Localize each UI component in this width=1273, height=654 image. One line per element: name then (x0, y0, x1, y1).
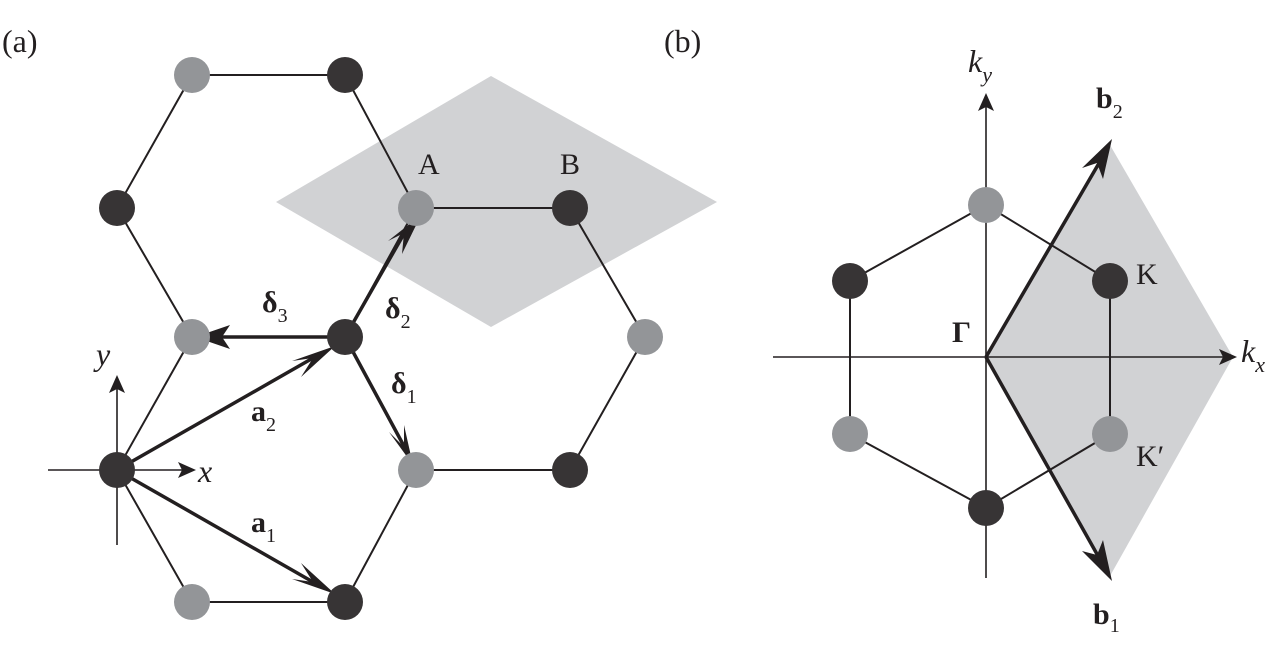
vector-b1-label: b1 (1093, 598, 1120, 637)
atom-dark-B (552, 190, 588, 226)
atom-light (627, 319, 663, 355)
atom-light (174, 584, 210, 620)
atom-light (174, 57, 210, 93)
vector-arrowheads-b (1082, 139, 1112, 581)
atom-dark (327, 57, 363, 93)
atom-dark-origin (99, 452, 135, 488)
kx-axis-label: kx (1241, 333, 1265, 377)
point-dark (832, 263, 868, 299)
vector-delta2-label: δ2 (385, 292, 411, 333)
kx-axis-arrowhead (1219, 349, 1237, 365)
atom-B-label: B (560, 148, 580, 181)
vectors-b (984, 157, 1104, 564)
vector-delta1-label: δ1 (391, 367, 417, 408)
vector-b2 (984, 157, 1104, 358)
point-light (968, 187, 1004, 223)
atom-light-A (398, 190, 434, 226)
vector-delta1 (343, 336, 407, 449)
point-dark (968, 490, 1004, 526)
atom-light (174, 319, 210, 355)
panel-b-label: (b) (664, 23, 701, 59)
x-axis-label: x (197, 453, 212, 489)
atom-dark (327, 584, 363, 620)
vector-delta3-label: δ3 (262, 286, 288, 327)
atom-A-label: A (418, 148, 440, 181)
vector-a2-label: a2 (251, 395, 276, 436)
y-axis-arrowhead (109, 375, 125, 393)
vector-a2 (116, 352, 321, 472)
panel-b: (b) ky kx Γ K K′ b2 b1 (664, 23, 1265, 637)
ky-axis-arrowhead (978, 93, 994, 111)
atom-dark (552, 452, 588, 488)
vector-b2-label: b2 (1096, 82, 1123, 123)
vector-b1 (984, 356, 1104, 564)
ky-axis-label: ky (968, 43, 992, 87)
vector-a1 (116, 468, 321, 588)
atom-light (398, 452, 434, 488)
vector-delta2 (343, 231, 407, 338)
x-axis-arrowhead (178, 462, 196, 478)
Kprime-label: K′ (1136, 440, 1164, 473)
point-light (832, 416, 868, 452)
atom-dark (99, 190, 135, 226)
atoms-b (832, 187, 1128, 526)
K-label: K (1136, 258, 1158, 291)
gamma-label: Γ (952, 316, 971, 349)
unit-cell-shade (276, 76, 717, 327)
panel-a: (a) A B x y a1 a2 δ1 δ2 δ3 (2, 23, 717, 620)
vectors-a (116, 231, 407, 588)
vector-a1-label: a1 (251, 506, 276, 547)
y-axis-label: y (93, 336, 111, 372)
point-K (1092, 263, 1128, 299)
atoms-a (99, 57, 663, 620)
atom-dark (327, 319, 363, 355)
panel-a-label: (a) (2, 23, 38, 59)
point-Kprime (1092, 416, 1128, 452)
